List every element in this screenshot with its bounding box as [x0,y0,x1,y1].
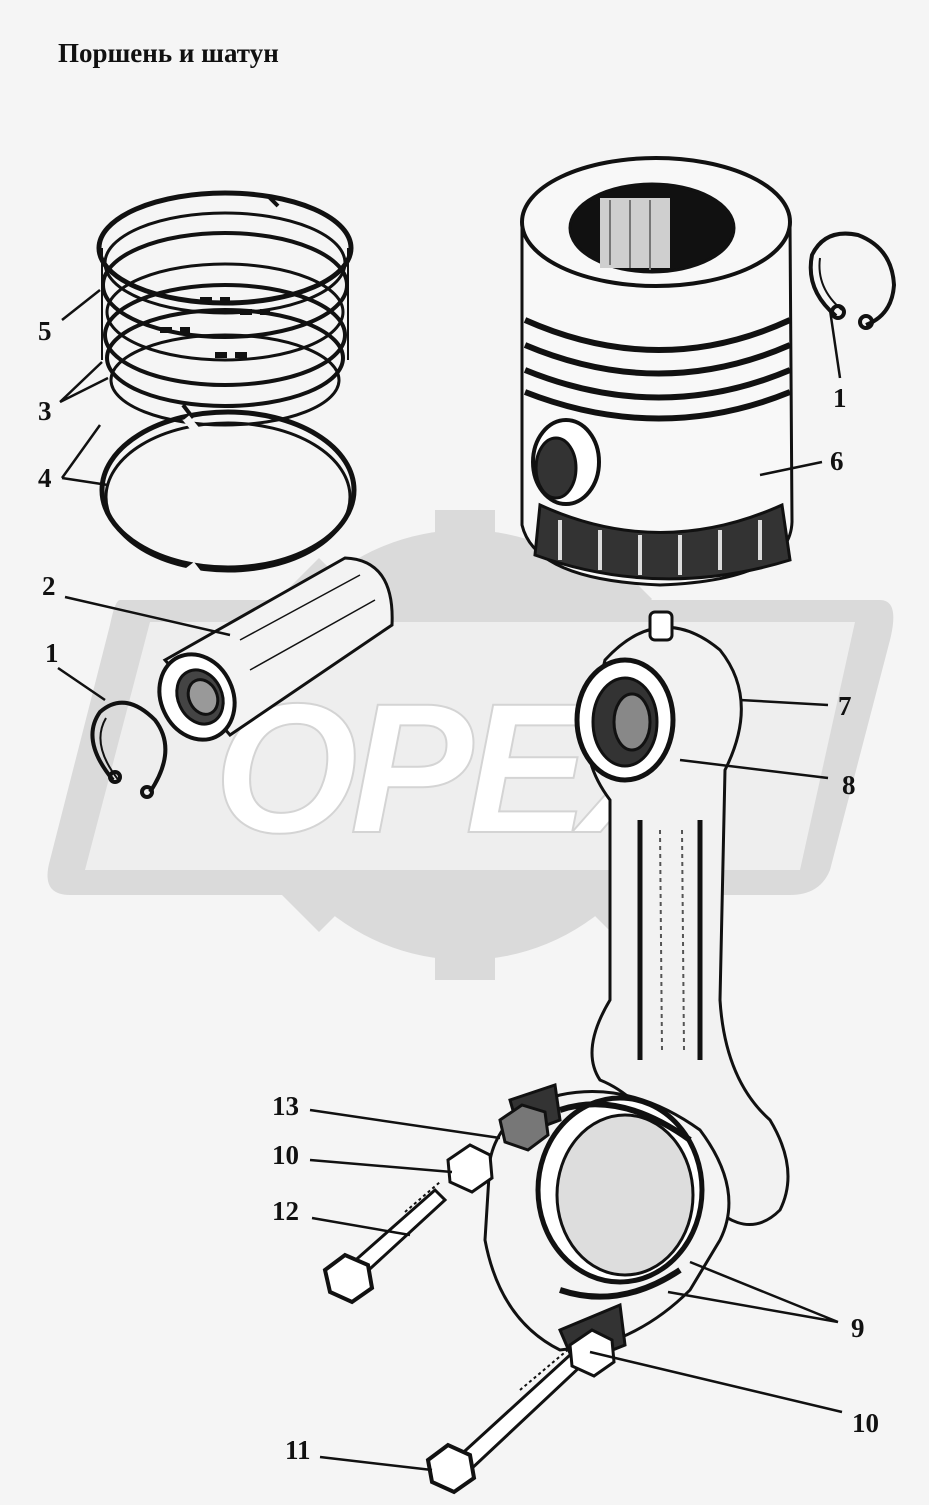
callout-7: 7 [838,691,852,721]
callout-2: 2 [42,571,56,601]
callout-10-lower: 10 [852,1408,879,1438]
snap-ring-right-part [808,231,897,330]
leader-lines [57,289,843,1472]
watermark-logo: OPEX [47,510,894,980]
callout-3: 3 [38,396,52,426]
callout-11: 11 [285,1435,311,1465]
oil-rings-part [99,409,357,582]
snap-ring-left-part [90,700,168,799]
callout-9: 9 [851,1313,865,1343]
callout-13: 13 [272,1091,299,1121]
callout-1-right: 1 [833,383,847,413]
piston-pin-part [157,556,394,742]
page-title: Поршень и шатун [58,38,279,68]
connecting-rod-part [574,610,790,1226]
callout-12: 12 [272,1196,299,1226]
piston-part [520,156,794,587]
callout-5: 5 [38,316,52,346]
callout-6: 6 [830,446,844,476]
callout-1-left: 1 [45,638,59,668]
callout-10-upper: 10 [272,1140,299,1170]
bolt-lower-part [425,1328,616,1495]
piston-rings-part [96,190,354,427]
callout-4: 4 [38,463,52,493]
callout-8: 8 [842,770,856,800]
